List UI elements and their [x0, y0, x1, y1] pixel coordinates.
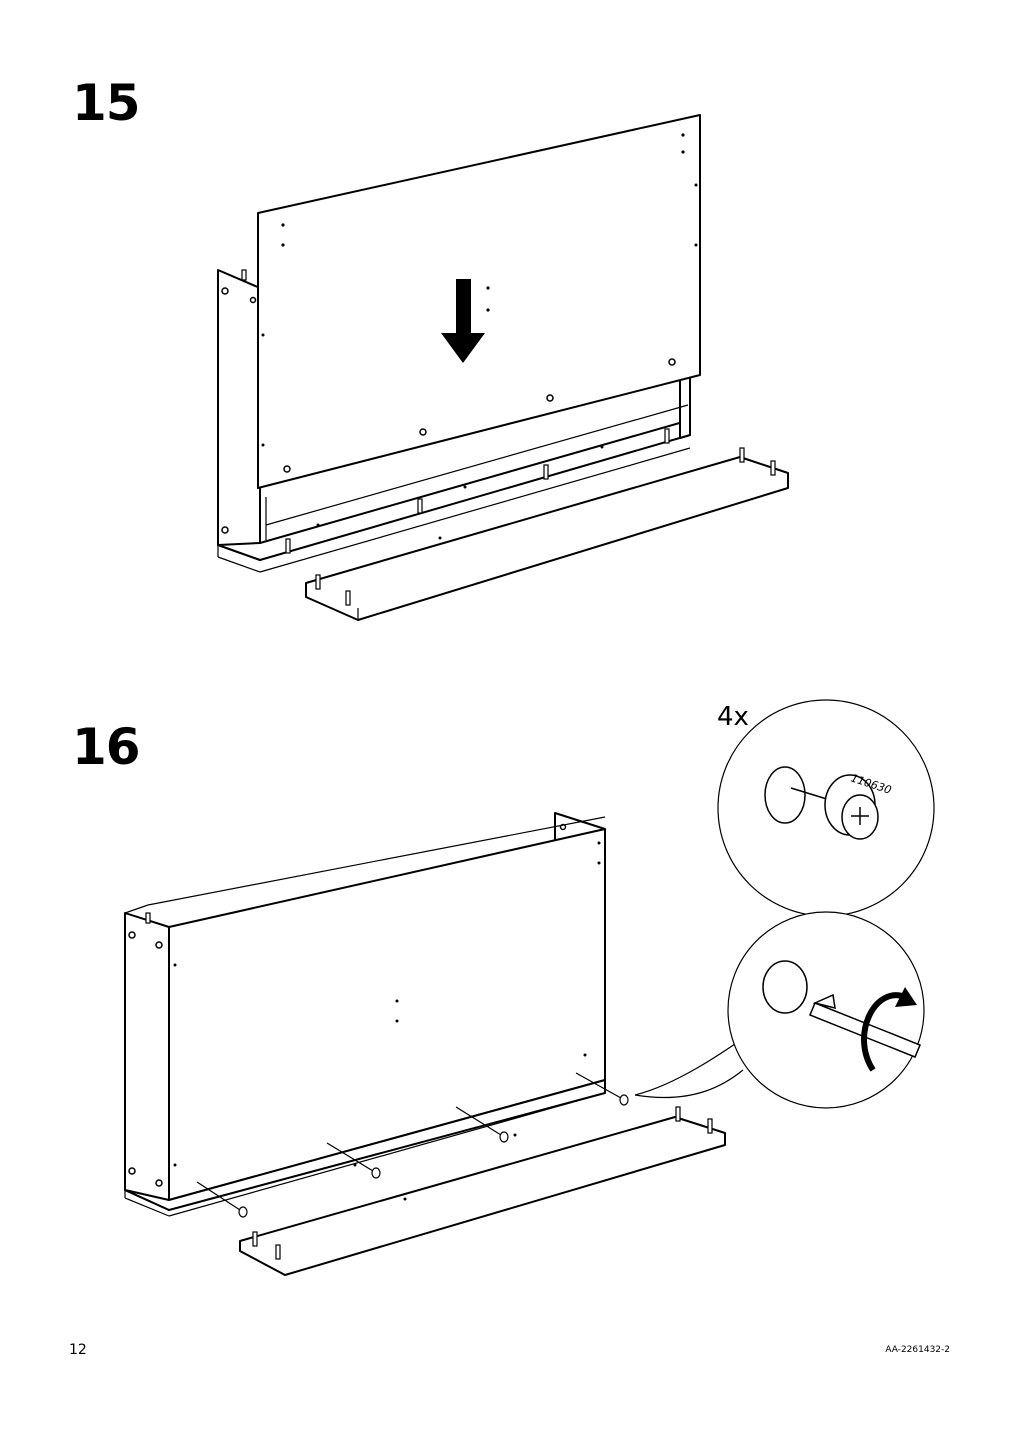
step-15-number: 15 — [72, 74, 141, 132]
down-arrow-icon — [441, 279, 485, 363]
page-number: 12 — [69, 1342, 87, 1358]
step-16-number: 16 — [72, 718, 141, 776]
step-15-illustration — [217, 114, 789, 621]
left-side-panel — [124, 912, 170, 1211]
bottom-base-panel — [124, 1079, 606, 1211]
step-16-illustration: 4x 110630 — [124, 699, 935, 1276]
document-code: AA-2261432-2 — [885, 1345, 950, 1355]
left-side-panel — [217, 269, 261, 561]
rotate-arrow-icon — [861, 992, 907, 1072]
back-panel — [257, 114, 701, 489]
quantity-label: 4x — [717, 702, 749, 732]
